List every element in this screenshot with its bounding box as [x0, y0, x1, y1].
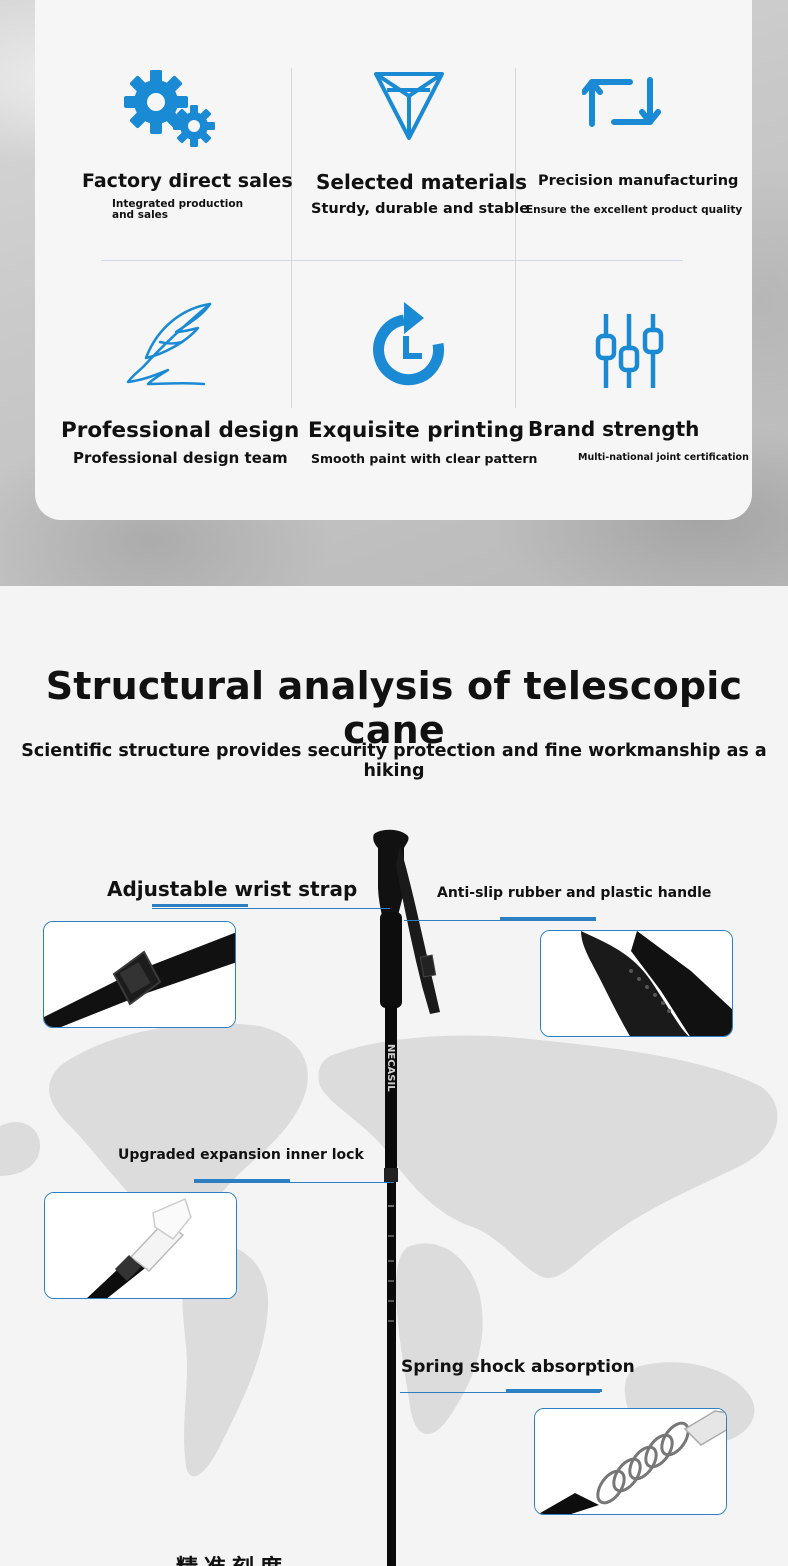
handle-photo — [540, 930, 733, 1037]
footer-heading: 精准刻度 — [176, 1550, 288, 1566]
inner-lock-photo — [44, 1192, 237, 1299]
gears-icon — [124, 70, 215, 147]
cane-illustration: NECASIL — [373, 829, 440, 1566]
feature-title: Precision manufacturing — [538, 173, 739, 189]
feature-subtitle: Multi-national joint certification — [578, 452, 749, 463]
callout-spring-label: Spring shock absorption — [401, 1357, 635, 1377]
callout-underline — [500, 917, 596, 920]
section-subtitle: Scientific structure provides security p… — [21, 741, 767, 781]
callout-underline — [152, 904, 248, 907]
grid-divider — [101, 260, 683, 261]
callout-connector — [152, 908, 390, 909]
feature-subtitle: Sturdy, durable and stable — [311, 201, 530, 217]
sliders-icon — [595, 314, 664, 388]
cane-brand-text: NECASIL — [385, 1044, 396, 1092]
section-title: Structural analysis of telescopic cane — [45, 664, 743, 752]
wrist-strap-photo — [43, 921, 236, 1028]
feature-title: Factory direct sales — [82, 170, 293, 192]
feature-subtitle: Professional design team — [73, 449, 288, 467]
grid-divider — [291, 68, 292, 408]
world-map-icon — [0, 1023, 778, 1477]
callout-connector — [404, 920, 596, 921]
callout-connector — [194, 1182, 394, 1183]
callout-connector — [400, 1392, 600, 1393]
callout-underline — [506, 1389, 602, 1392]
feature-subtitle: Ensure the excellent product quality — [526, 204, 743, 216]
spring-photo — [534, 1408, 727, 1515]
callout-wrist-strap-label: Adjustable wrist strap — [107, 877, 358, 901]
feature-subtitle: Integrated production and sales — [112, 198, 244, 221]
feature-title: Selected materials — [316, 170, 528, 194]
feature-title: Professional design — [61, 418, 300, 443]
callout-handle-label: Anti-slip rubber and plastic handle — [437, 885, 712, 901]
feature-title: Brand strength — [528, 417, 700, 441]
callout-inner-lock-label: Upgraded expansion inner lock — [118, 1147, 364, 1163]
feature-subtitle: Smooth paint with clear pattern — [311, 451, 538, 466]
grid-divider — [515, 68, 516, 408]
exchange-arrows-icon — [582, 77, 661, 127]
clock-refresh-icon — [373, 302, 445, 386]
feature-title: Exquisite printing — [308, 418, 525, 443]
callout-underline — [194, 1179, 290, 1182]
diamond-icon — [374, 72, 444, 140]
feather-pen-icon — [126, 302, 212, 386]
